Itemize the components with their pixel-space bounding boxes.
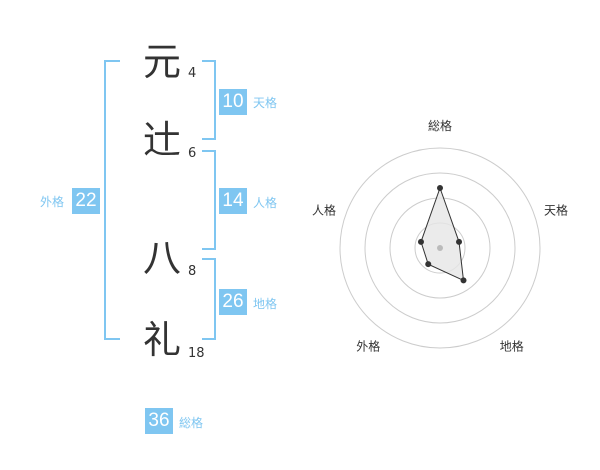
radar-point-5 xyxy=(417,238,424,245)
radar-ring-3 xyxy=(364,172,516,324)
soukaku-label: 総格 xyxy=(179,416,204,430)
jinkaku-label: 人格 xyxy=(253,196,278,210)
name-char-3: 八 xyxy=(142,236,181,280)
stroke-count-2: 6 xyxy=(188,146,197,161)
radar-axis-label-5: 人格 xyxy=(312,202,336,217)
radar-axis-label-1: 総格 xyxy=(428,118,452,133)
radar-point-3 xyxy=(460,277,467,284)
gaikaku-label: 外格 xyxy=(40,195,65,209)
radar-axis-label-2: 天格 xyxy=(544,202,568,217)
jinkaku-value: 14 xyxy=(219,188,247,214)
radar-point-2 xyxy=(456,238,463,245)
radar-point-4 xyxy=(425,261,432,268)
soukaku-value: 36 xyxy=(145,408,173,434)
chikaku-value: 26 xyxy=(219,289,247,315)
radar-center-dot xyxy=(437,245,443,251)
radar-point-1 xyxy=(437,185,443,191)
chikaku-label: 地格 xyxy=(253,297,278,311)
tenkaku-bracket xyxy=(202,60,216,140)
stroke-count-1: 4 xyxy=(188,66,197,81)
radar-area xyxy=(420,186,465,282)
radar-ring-4 xyxy=(339,147,541,349)
stroke-count-3: 8 xyxy=(188,264,197,279)
gaikaku-value: 22 xyxy=(72,188,100,214)
chikaku-bracket xyxy=(202,258,216,340)
stroke-count-4: 18 xyxy=(188,346,205,361)
radar-axis-label-4: 外格 xyxy=(356,339,380,354)
tenkaku-value: 10 xyxy=(219,89,247,115)
gaikaku-bracket xyxy=(104,60,120,340)
name-char-4: 礼 xyxy=(142,318,181,362)
radar-axis-label-3: 地格 xyxy=(500,339,524,354)
jinkaku-bracket xyxy=(202,150,216,250)
tenkaku-label: 天格 xyxy=(253,96,278,110)
name-char-2: 辻 xyxy=(142,118,181,162)
name-char-1: 元 xyxy=(142,40,181,84)
